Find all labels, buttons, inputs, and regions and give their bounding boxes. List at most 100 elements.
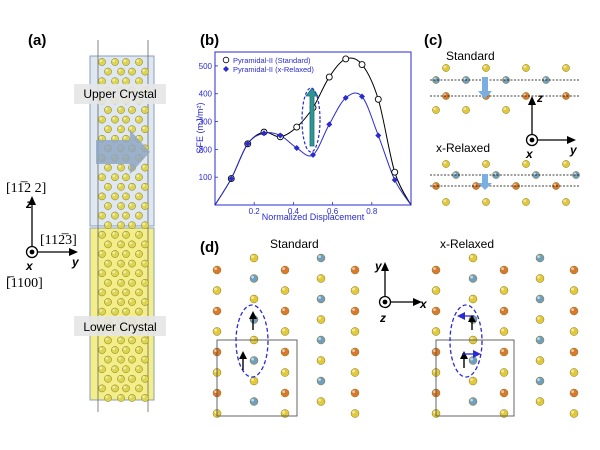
atom [535,294,545,304]
atom [535,397,545,406]
atom [98,173,106,182]
atom [111,115,119,124]
data-point-relaxed [310,151,316,158]
atom [141,394,149,402]
atom [468,397,478,406]
panel-d-relaxed-label: x-Relaxed [440,237,494,251]
atom [280,286,290,295]
atom [98,77,106,86]
y-tick-label: 200 [199,145,213,154]
atom [499,347,509,357]
atom [350,265,360,275]
atom [111,211,119,220]
atom [141,67,149,76]
panel-c-label: (c) [424,32,442,49]
atom [522,198,530,206]
direction-z: [11̅2 2] [6,181,46,196]
panel-a: (a) Upper Crystal Lower Crystal z y x [1… [6,32,166,412]
atom [442,160,450,168]
atom [104,394,112,402]
atom [569,368,579,377]
atom [122,173,130,182]
y-tick-label: 300 [199,118,213,127]
legend-marker-standard-icon [222,56,230,64]
atom [141,336,149,345]
atom [111,288,119,297]
displacement-arrow-up-icon [239,351,247,359]
bicrystal-atoms [98,58,149,402]
atom [482,160,490,168]
atom [111,346,119,354]
chart-xlabel: Normalized Displacement [262,212,365,222]
atom [468,274,478,283]
c-x-axis-label: x [525,147,534,161]
atom [141,374,149,383]
atom [122,230,130,239]
atom [104,221,112,230]
atom [104,67,112,76]
atom [499,286,509,295]
atom [122,365,130,374]
atom [117,278,125,287]
highlight-ellipse [301,87,321,153]
atom [122,211,130,220]
atom [280,265,290,275]
atom [122,346,130,354]
atom [98,365,106,374]
unit-cell-standard [216,339,298,417]
atom [128,374,136,383]
atom [128,298,136,306]
atom [249,397,259,406]
atom [117,106,125,114]
atom [122,192,130,201]
c-z-axis-label: z [536,91,543,105]
atom [562,160,570,168]
data-point-relaxed [244,140,251,147]
data-point-standard [342,55,350,63]
atom [350,286,360,295]
data-point-standard [391,168,399,176]
atom [128,202,136,210]
atom [98,307,106,316]
atom [98,269,106,278]
x-tick-label: 0.6 [327,207,339,216]
data-point-relaxed [277,132,284,139]
displacement-arrows-relaxed [457,312,481,368]
atom [104,374,112,383]
atom [117,374,125,383]
x-axis-label: x [25,259,34,273]
atom [117,202,125,210]
data-point-relaxed [293,144,300,151]
legend-label-standard: Pyramidal-II (Standard) [233,56,311,65]
atom [111,365,119,374]
atom [117,259,125,268]
panel-d: (d) Standard x-Relaxed [200,237,579,418]
atom [122,288,130,297]
atom [122,58,130,66]
atom [117,394,125,402]
atom [128,221,136,230]
axes-triad-a: z y x [11̅2 2] [112̅3] [̅1100] [6,181,80,291]
atom [569,409,579,418]
atom [350,306,360,316]
highlight-ellipse-standard [235,304,269,378]
chart-plot-area [214,51,412,206]
d-x-axis-arrow-icon [413,298,422,306]
atom [128,125,136,134]
atom [280,388,290,398]
atom [316,376,326,386]
atom [212,306,222,316]
atom [468,253,478,263]
data-point-standard [358,61,366,68]
atom [535,274,545,283]
atom [104,336,112,345]
c-y-axis-arrow-icon [567,136,576,144]
atom [111,250,119,258]
panel-d-standard-label: Standard [270,237,319,251]
data-point-relaxed [326,121,333,128]
atom [111,77,119,86]
data-point-relaxed [375,132,382,139]
atom [316,397,326,406]
atom [316,356,326,365]
atom [135,58,143,66]
